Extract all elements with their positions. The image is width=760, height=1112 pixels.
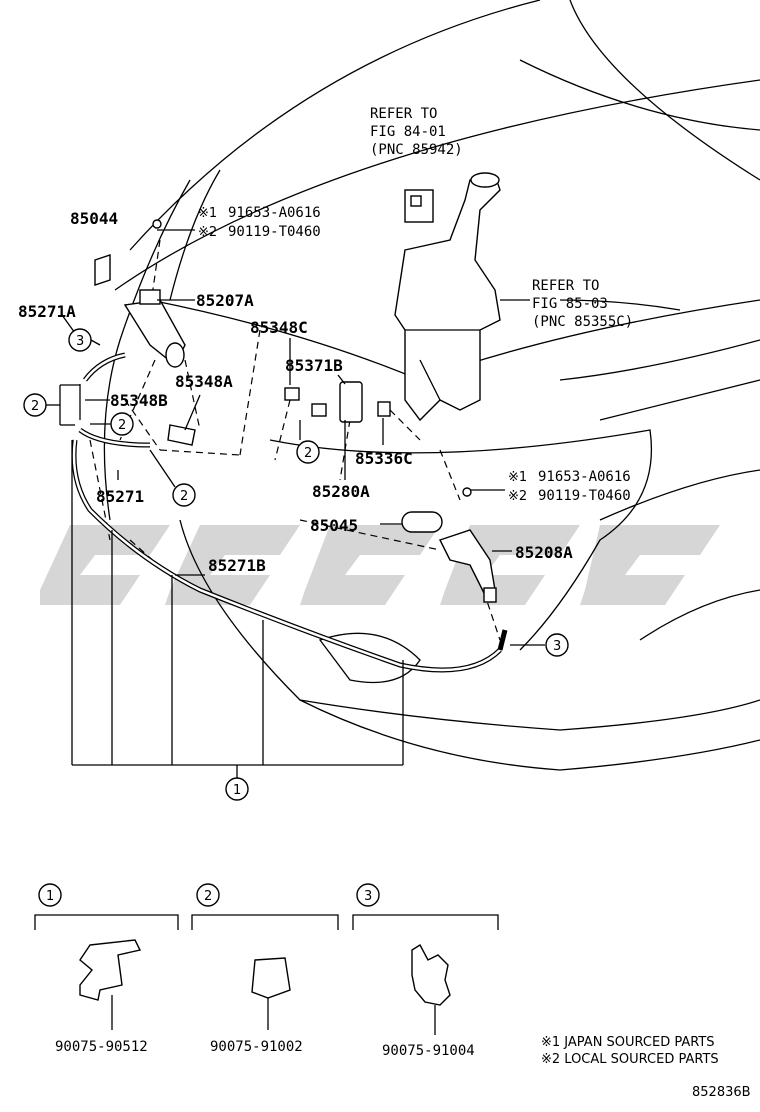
washer-hoses (71, 352, 508, 673)
label-85348B: 85348B (110, 391, 168, 410)
circle-ref-3-right: 3 (545, 633, 569, 657)
circle-ref-1-bracket: 1 (225, 777, 249, 801)
label-85271: 85271 (96, 487, 144, 506)
svg-text:1: 1 (46, 889, 54, 904)
screw-right-mark2: ※2 (508, 489, 527, 504)
svg-text:2: 2 (304, 446, 312, 461)
label-85348A: 85348A (175, 372, 233, 391)
clip-legend-3: 3 90075-91004 (352, 883, 499, 1059)
screw-top-mark2: ※2 (198, 225, 217, 240)
washer-tank (394, 172, 501, 422)
clip-2-part: 90075-91002 (210, 1039, 303, 1055)
refer-to-fig-84-01: REFER TO FIG 84-01 (PNC 85942) (370, 106, 463, 158)
label-85208A: 85208A (515, 543, 573, 562)
ref2-line1: REFER TO (532, 278, 599, 294)
svg-text:3: 3 (553, 639, 561, 654)
screw-right-code1: 91653-A0616 (538, 469, 631, 485)
clip-3-part: 90075-91004 (382, 1043, 475, 1059)
screw-top-mark1: ※1 (198, 206, 217, 221)
label-85271A: 85271A (18, 302, 76, 321)
circle-ref-2-pump: 2 (296, 440, 320, 464)
label-85271B: 85271B (208, 556, 266, 575)
screw-right-code2: 90119-T0460 (538, 488, 631, 504)
label-85348C: 85348C (250, 318, 308, 337)
clip-legend-2: 2 90075-91002 (191, 883, 339, 1055)
label-85207A: 85207A (196, 291, 254, 310)
nozzle-left (94, 219, 186, 368)
label-85044: 85044 (70, 209, 118, 228)
figure-id: 852836B (692, 1085, 751, 1100)
ref1-line1: REFER TO (370, 106, 437, 122)
ref2-line2: FIG 85-03 (532, 296, 608, 312)
screw-right-mark1: ※1 (508, 470, 527, 485)
label-85280A: 85280A (312, 482, 370, 501)
label-85371B: 85371B (285, 356, 343, 375)
refer-to-fig-85-03: REFER TO FIG 85-03 (PNC 85355C) (532, 278, 633, 330)
ref1-line3: (PNC 85942) (370, 142, 463, 158)
svg-text:1: 1 (233, 783, 241, 798)
label-85045: 85045 (310, 516, 358, 535)
label-85336C: 85336C (355, 449, 413, 468)
svg-text:2: 2 (31, 399, 39, 414)
svg-text:2: 2 (204, 889, 212, 904)
clip-1-part: 90075-90512 (55, 1039, 148, 1055)
note-local: ※2 LOCAL SOURCED PARTS (541, 1052, 719, 1067)
screw-codes-top: ※1 91653-A0616 ※2 90119-T0460 (198, 205, 321, 240)
clip-legend-1: 1 90075-90512 (34, 883, 179, 1055)
screw-top-code2: 90119-T0460 (228, 224, 321, 240)
circle-ref-2-lower: 2 (172, 483, 196, 507)
svg-text:3: 3 (76, 334, 84, 349)
svg-text:3: 3 (364, 889, 372, 904)
svg-text:2: 2 (118, 418, 126, 433)
circle-ref-3-upper: 3 (68, 328, 92, 352)
svg-text:2: 2 (180, 489, 188, 504)
ref1-line2: FIG 84-01 (370, 124, 446, 140)
nozzle-right (401, 487, 497, 603)
screw-top-code1: 91653-A0616 (228, 205, 321, 221)
circle-ref-2-mid: 2 (110, 412, 134, 436)
pump-and-valves (167, 381, 391, 446)
source-notes: ※1 JAPAN SOURCED PARTS ※2 LOCAL SOURCED … (541, 1035, 719, 1067)
circle-ref-2-left: 2 (23, 393, 47, 417)
ref2-line3: (PNC 85355C) (532, 314, 633, 330)
part-labels: 85044 85271A 85207A 85348C 85371B 85348A… (18, 209, 573, 575)
clip1-bracket (71, 440, 404, 778)
note-japan: ※1 JAPAN SOURCED PARTS (541, 1035, 715, 1050)
screw-codes-right: ※1 91653-A0616 ※2 90119-T0460 (508, 469, 631, 504)
watermark (40, 525, 720, 605)
